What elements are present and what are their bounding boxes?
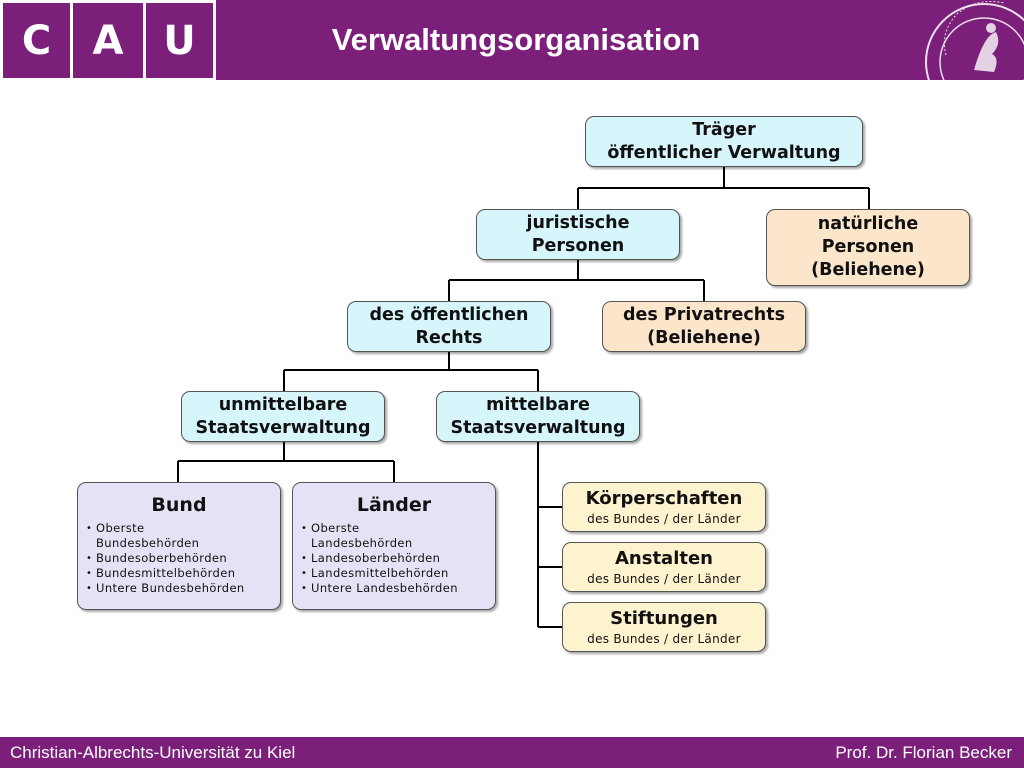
header-bar: C A U Verwaltungsorganisation [0, 0, 1024, 80]
node-bund-title: Bund [151, 494, 207, 516]
list-item: Oberste [299, 521, 489, 536]
node-koerperschaften-sub: des Bundes / der Länder [587, 512, 741, 526]
node-unmittelbar-line2: Staatsverwaltung [195, 417, 371, 438]
node-oeffentliches-recht: des öffentlichen Rechts [347, 301, 551, 352]
footer-author: Prof. Dr. Florian Becker [835, 743, 1012, 762]
node-stiftungen: Stiftungen des Bundes / der Länder [562, 602, 766, 652]
node-laender-title: Länder [356, 494, 432, 516]
footer-university: Christian-Albrechts-Universität zu Kiel [10, 743, 296, 762]
list-item: Landesbehörden [311, 536, 413, 550]
university-seal-icon [925, 1, 1024, 80]
list-item: Untere Bundesbehörden [84, 581, 274, 596]
node-natuerliche-line3: (Beliehene) [811, 260, 925, 280]
node-natuerliche-line2: Personen [821, 237, 915, 257]
laender-behoerden-list: Oberste Landesbehörden Landesoberbehörde… [299, 521, 489, 596]
list-item: Landesoberbehörden [299, 551, 489, 566]
node-juristische-line1: juristische [526, 212, 630, 233]
page-title: Verwaltungsorganisation [331, 22, 701, 57]
node-privat-line2: (Beliehene) [647, 327, 761, 348]
list-item: Bundesbehörden [96, 536, 200, 550]
list-item: Untere Landesbehörden [299, 581, 489, 596]
logo-letter-u: U [146, 3, 213, 78]
node-oeffentlich-line1: des öffentlichen [369, 304, 529, 325]
node-stiftungen-sub: des Bundes / der Länder [587, 632, 741, 646]
node-bund: Bund Oberste Bundesbehörden Bundesoberbe… [77, 482, 281, 610]
node-juristische-line2: Personen [531, 235, 625, 256]
node-unmittelbare-staatsverwaltung: unmittelbare Staatsverwaltung [181, 391, 385, 442]
node-privatrecht: des Privatrechts (Beliehene) [602, 301, 806, 352]
node-koerperschaften: Körperschaften des Bundes / der Länder [562, 482, 766, 532]
node-mittelbar-line1: mittelbare [486, 394, 590, 415]
node-unmittelbar-line1: unmittelbare [218, 394, 348, 415]
node-stiftungen-title: Stiftungen [610, 608, 718, 629]
cau-logo: C A U [0, 0, 216, 80]
node-natuerliche-line1: natürliche [817, 214, 919, 234]
node-oeffentlich-line2: Rechts [415, 327, 483, 348]
node-koerperschaften-title: Körperschaften [585, 488, 743, 509]
list-item: Bundesmittelbehörden [84, 566, 274, 581]
node-mittelbare-staatsverwaltung: mittelbare Staatsverwaltung [436, 391, 640, 442]
logo-letter-a: A [73, 3, 143, 78]
node-traeger: Träger öffentlicher Verwaltung [585, 116, 863, 167]
node-traeger-line1: Träger [692, 119, 756, 140]
list-item: Oberste [84, 521, 274, 536]
node-laender: Länder Oberste Landesbehörden Landesober… [292, 482, 496, 610]
node-anstalten-sub: des Bundes / der Länder [587, 572, 741, 586]
node-mittelbar-line2: Staatsverwaltung [450, 417, 626, 438]
logo-letter-c: C [3, 3, 70, 78]
node-traeger-line2: öffentlicher Verwaltung [607, 142, 841, 163]
node-juristische-personen: juristische Personen [476, 209, 680, 260]
node-anstalten-title: Anstalten [614, 548, 713, 569]
node-anstalten: Anstalten des Bundes / der Länder [562, 542, 766, 592]
node-natuerliche-personen: natürliche Personen (Beliehene) [766, 209, 970, 286]
bund-behoerden-list: Oberste Bundesbehörden Bundesoberbehörde… [84, 521, 274, 596]
node-privat-line1: des Privatrechts [622, 304, 786, 325]
footer-bar: Christian-Albrechts-Universität zu Kiel … [0, 737, 1024, 768]
list-item: Landesmittelbehörden [299, 566, 489, 581]
list-item: Bundesoberbehörden [84, 551, 274, 566]
